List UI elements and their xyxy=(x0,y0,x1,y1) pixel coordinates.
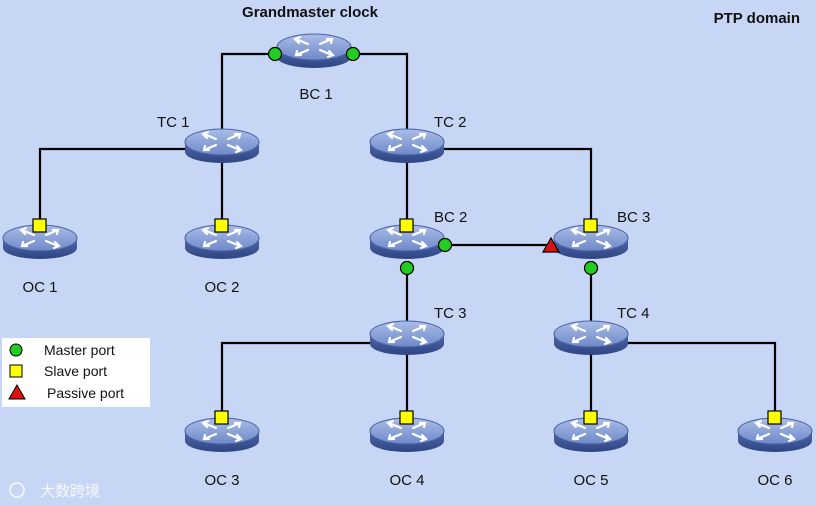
slave-port-icon xyxy=(583,218,598,233)
slave-port-icon xyxy=(399,410,414,425)
node-label-bc3: BC 3 xyxy=(617,209,650,226)
router-icon xyxy=(183,127,261,165)
node-label-tc4: TC 4 xyxy=(617,305,650,322)
link-tc2-bc3 xyxy=(443,147,593,226)
router-icon xyxy=(368,319,446,357)
links xyxy=(38,52,777,418)
node-label-oc1: OC 1 xyxy=(22,279,57,296)
node-label-bc2: BC 2 xyxy=(434,209,467,226)
node-label-bc1: BC 1 xyxy=(299,86,332,103)
slave-port-icon xyxy=(767,410,782,425)
legend-passive-icon xyxy=(8,383,26,400)
node-label-tc1: TC 1 xyxy=(157,114,190,131)
passive-port-icon xyxy=(541,236,561,253)
watermark: 大数跨境 xyxy=(9,482,100,500)
master-port-icon xyxy=(267,46,283,62)
legend-slave-label: Slave port xyxy=(44,363,107,379)
node-label-oc2: OC 2 xyxy=(204,279,239,296)
grandmaster-title: Grandmaster clock xyxy=(242,4,379,21)
node-label-oc5: OC 5 xyxy=(573,472,608,489)
link-tc1-oc1 xyxy=(38,147,186,226)
link-bc1-tc2 xyxy=(353,52,409,138)
router-icon xyxy=(275,32,353,70)
watermark-text: 大数跨境 xyxy=(40,482,100,500)
domain-title: PTP domain xyxy=(714,10,800,27)
legend-slave-icon xyxy=(9,364,23,378)
legend-master-icon xyxy=(9,343,23,357)
master-port-icon xyxy=(583,260,599,276)
legend-box xyxy=(2,338,150,407)
link-tc4-oc6 xyxy=(628,341,777,418)
slave-port-icon xyxy=(399,218,414,233)
legend-master-label: Master port xyxy=(44,342,115,358)
master-port-icon xyxy=(345,46,361,62)
legend-passive-label: Passive port xyxy=(47,385,124,401)
slave-port-icon xyxy=(214,218,229,233)
router-icon xyxy=(552,319,630,357)
watermark-logo-icon xyxy=(9,482,25,498)
router-icon xyxy=(368,127,446,165)
node-label-tc2: TC 2 xyxy=(434,114,467,131)
slave-port-icon xyxy=(32,218,47,233)
ports xyxy=(32,46,782,425)
master-port-icon xyxy=(437,237,453,253)
node-label-oc6: OC 6 xyxy=(757,472,792,489)
node-label-tc3: TC 3 xyxy=(434,305,467,322)
master-port-icon xyxy=(399,260,415,276)
slave-port-icon xyxy=(214,410,229,425)
node-label-oc3: OC 3 xyxy=(204,472,239,489)
slave-port-icon xyxy=(583,410,598,425)
link-tc3-oc3 xyxy=(220,341,370,418)
node-label-oc4: OC 4 xyxy=(389,472,424,489)
legend: Master port Slave port Passive port xyxy=(2,338,150,407)
link-bc1-tc1 xyxy=(220,52,275,138)
